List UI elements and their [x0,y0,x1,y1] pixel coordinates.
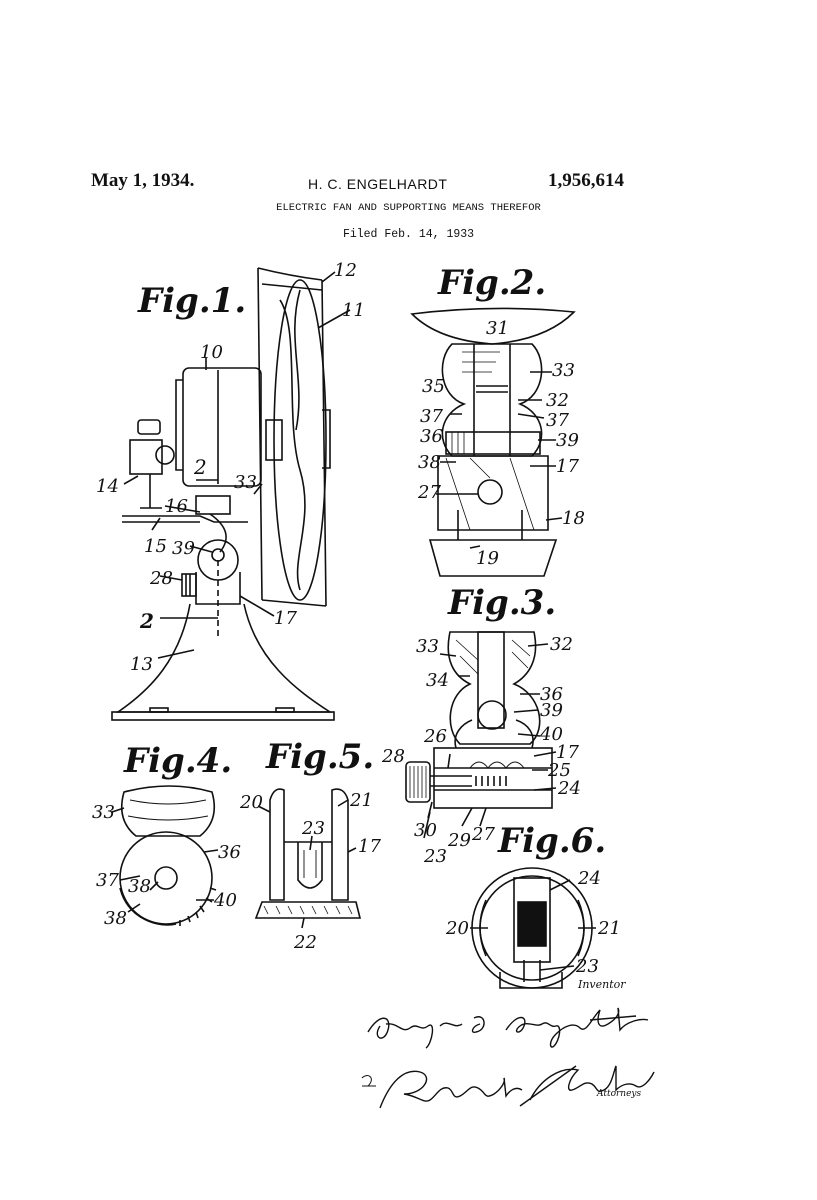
fig3-ref-28: 28 [381,746,405,767]
fig2-ref-39: 39 [556,430,579,451]
fig1-ref-10: 10 [200,342,223,363]
fig2-ref-27: 27 [417,482,441,503]
fig3-ref-34: 34 [426,670,449,691]
fig3-ref-17: 17 [556,742,579,763]
fig3-ref-32: 32 [550,634,573,655]
attorney-label: Attorneys [597,1089,642,1099]
fig6-ref-23: 23 [575,956,599,977]
fig4-ref-33: 33 [92,802,115,823]
fig1-ref-11: 11 [342,300,365,321]
fig4-ref-36: 36 [218,842,241,863]
fig1-ref-39: 39 [172,538,195,559]
fig5-ref-21: 21 [349,790,373,811]
fig3-ref-23: 23 [423,846,447,867]
fig3-ref-26: 26 [423,726,447,747]
fig3-ref-39: 39 [540,700,563,721]
figure-5: Fig.5. 20 21 23 17 22 [239,737,381,953]
fig1-ref-2a: 2 [193,455,207,479]
inventor-signature [367,1007,649,1049]
fig5-ref-22: 22 [293,932,317,953]
fig2-ref-33: 33 [552,360,575,381]
fig3-ref-33: 33 [416,636,439,657]
fig2-ref-35: 35 [422,376,445,397]
fig2-ref-18: 18 [562,508,585,529]
figure-6: Fig.6. 24 20 21 23 [445,821,621,989]
fig3-ref-25: 25 [547,760,571,781]
fig1-ref-12: 12 [334,260,357,281]
fig1-ref-33: 33 [234,472,257,493]
figure-5-label: Fig.5. [265,737,374,777]
fig3-ref-40: 40 [539,724,563,745]
fig3-ref-36: 36 [540,684,563,705]
figure-1-label: Fig.1. [137,281,246,321]
fig4-ref-38a: 38 [128,876,151,897]
fig2-ref-19: 19 [476,548,499,569]
fig5-ref-20: 20 [239,792,263,813]
figure-2-label: Fig.2. [437,263,546,303]
fig1-ref-13: 13 [130,654,153,675]
fig3-ref-24: 24 [557,778,581,799]
fig2-ref-17: 17 [556,456,579,477]
fig5-ref-23: 23 [301,818,325,839]
patent-title: ELECTRIC FAN AND SUPPORTING MEANS THEREF… [276,202,541,214]
fig2-ref-37a: 37 [420,406,443,427]
inventor-label: Inventor [578,978,626,991]
attorney-signature [361,1065,655,1109]
figure-6-label: Fig.6. [497,821,606,861]
fig6-ref-24: 24 [577,868,601,889]
fig2-ref-36: 36 [420,426,443,447]
fig1-ref-17: 17 [274,608,297,629]
figure-2: Fig.2. 31 33 35 32 37 37 36 39 [410,263,585,577]
fig2-ref-32: 32 [546,390,569,411]
fig2-ref-31: 31 [486,318,509,339]
fig5-ref-17: 17 [358,836,381,857]
figure-4-label: Fig.4. [123,741,232,781]
fig3-ref-30: 30 [414,820,437,841]
figure-1: Fig.1. [96,260,365,721]
fig2-ref-37b: 37 [546,410,569,431]
figure-4: Fig.4. 33 36 37 38 40 38 [92,741,241,929]
fig1-ref-2b: 2 [139,609,154,633]
fig6-ref-20: 20 [445,918,469,939]
patent-number: 1,956,614 [548,170,624,191]
fig1-ref-15: 15 [144,536,167,557]
fig4-ref-37: 37 [96,870,119,891]
fig1-ref-16: 16 [165,496,188,517]
fig1-ref-28: 28 [149,568,173,589]
fig3-ref-29: 29 [447,830,471,851]
fig1-ref-14: 14 [96,476,119,497]
fig3-ref-27: 27 [471,824,495,845]
fig4-ref-40: 40 [213,890,237,911]
filing-date: Filed Feb. 14, 1933 [342,228,475,241]
figure-3: Fig.3. 33 32 34 36 39 26 40 28 [381,583,581,867]
figure-3-label: Fig.3. [447,583,556,623]
patent-date: May 1, 1934. [91,170,195,191]
fig4-ref-38b: 38 [104,908,127,929]
fig2-ref-38: 38 [418,452,441,473]
fig6-ref-21: 21 [597,918,621,939]
inventor-name: H. C. ENGELHARDT [308,176,448,192]
